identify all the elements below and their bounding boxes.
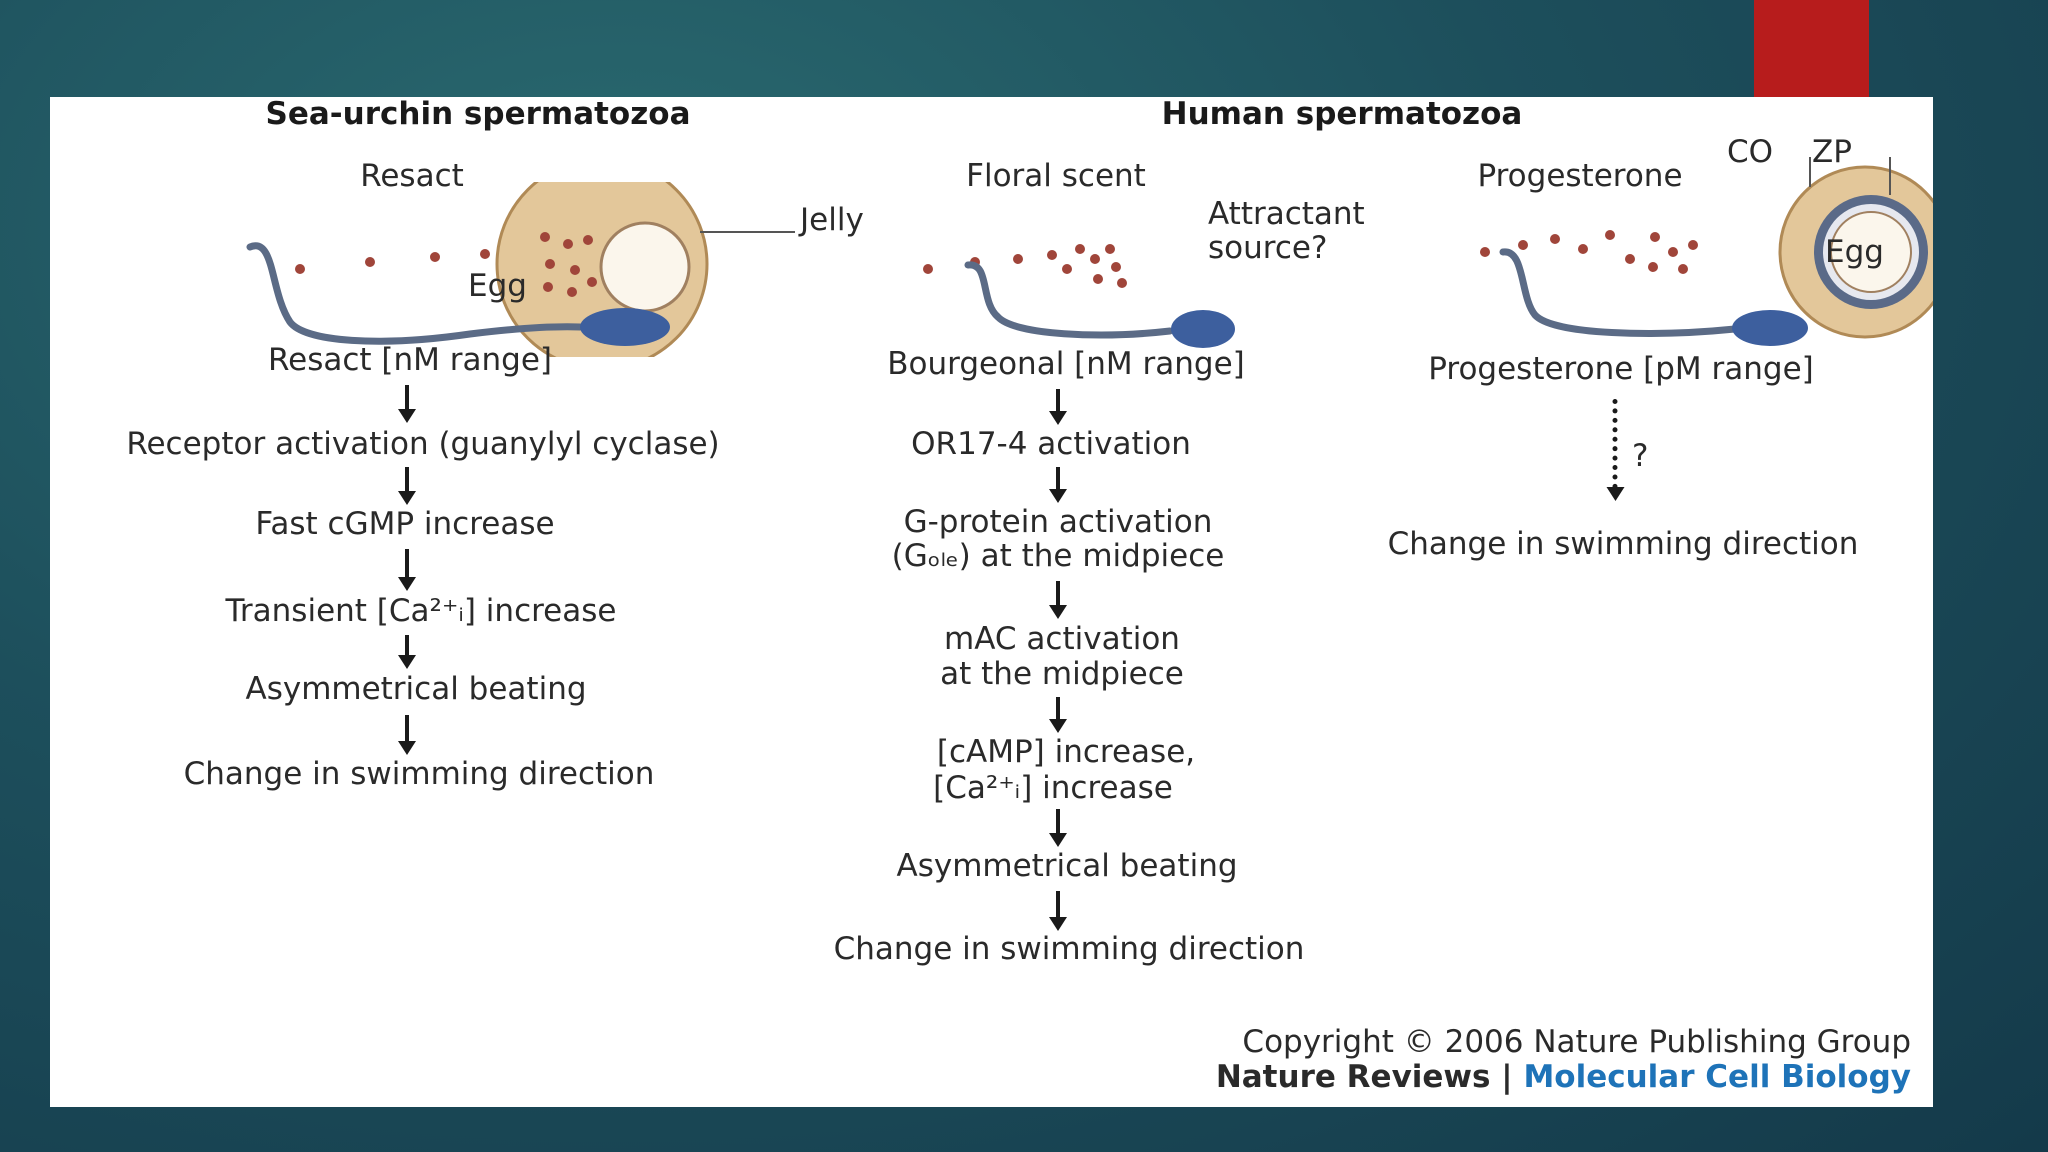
- flow-arrow: [405, 715, 409, 743]
- floral-attractant-dots: [923, 244, 1127, 288]
- floral-step: at the midpiece: [940, 656, 1184, 692]
- progesterone-dots: [1480, 230, 1698, 274]
- flow-arrow: [1056, 581, 1060, 607]
- sea-urchin-step: Fast cGMP increase: [255, 506, 555, 542]
- human-title: Human spermatozoa: [1161, 97, 1523, 132]
- egg-label: Egg: [468, 268, 527, 304]
- flow-arrow: [405, 467, 409, 493]
- sea-urchin-sperm: [246, 242, 670, 346]
- journal-text: Molecular Cell Biology: [1523, 1059, 1911, 1095]
- sea-urchin-step: Receptor activation (guanylyl cyclase): [126, 426, 720, 462]
- sea-urchin-step: Transient [Ca²⁺ᵢ] increase: [225, 593, 617, 629]
- flow-arrow: [405, 635, 409, 657]
- jelly-label: Jelly: [800, 202, 864, 238]
- floral-step: Change in swimming direction: [833, 931, 1305, 967]
- sea-urchin-step: Asymmetrical beating: [245, 671, 587, 707]
- floral-step: Asymmetrical beating: [896, 848, 1238, 884]
- floral-step: [Ca²⁺ᵢ] increase: [933, 770, 1173, 806]
- resact-concentration: Resact [nM range]: [268, 342, 552, 378]
- progesterone-result: Change in swimming direction: [1387, 526, 1859, 562]
- floral-step: mAC activation: [944, 621, 1180, 657]
- red-accent-block: [1754, 0, 1869, 98]
- floral-sperm: [964, 261, 1235, 348]
- resact-label: Resact: [360, 158, 464, 194]
- floral-step: G-protein activation: [903, 504, 1213, 540]
- flow-arrow: [1056, 891, 1060, 919]
- unknown-mark: ?: [1632, 438, 1649, 474]
- flow-arrow: [1056, 467, 1060, 491]
- bourgeonal-concentration: Bourgeonal [nM range]: [887, 346, 1245, 382]
- progesterone-label: Progesterone: [1477, 158, 1683, 194]
- sea-urchin-step: Change in swimming direction: [183, 756, 655, 792]
- publisher-text: Nature Reviews |: [1215, 1059, 1513, 1095]
- flow-arrow: [405, 549, 409, 579]
- flow-arrow: [1056, 809, 1060, 835]
- copyright-text: Copyright © 2006 Nature Publishing Group: [1242, 1024, 1911, 1060]
- sea-urchin-illustration: [246, 182, 795, 357]
- floral-sperm-illustration: [923, 244, 1235, 348]
- diagram-panel: Sea-urchin spermatozoa Human spermatozoa…: [50, 97, 1933, 1107]
- progesterone-illustration: [1480, 157, 1933, 346]
- sea-urchin-title: Sea-urchin spermatozoa: [265, 97, 691, 132]
- progesterone-egg: [1778, 157, 1933, 339]
- credit-line: Nature Reviews | Molecular Cell Biology: [1215, 1059, 1911, 1096]
- floral-step: OR17-4 activation: [911, 426, 1191, 462]
- progesterone-concentration: Progesterone [pM range]: [1428, 351, 1814, 387]
- flow-arrow: [405, 385, 409, 411]
- attractant-source-line2: source?: [1208, 230, 1328, 266]
- zp-label: ZP: [1812, 134, 1852, 170]
- floral-step: [cAMP] increase,: [936, 734, 1196, 770]
- co-label: CO: [1727, 134, 1774, 170]
- flow-arrow: [1056, 389, 1060, 413]
- flow-arrow: [1056, 697, 1060, 721]
- floral-scent-label: Floral scent: [966, 158, 1146, 194]
- floral-step: (Gₒₗₑ) at the midpiece: [891, 538, 1225, 574]
- attractant-source-line1: Attractant: [1208, 196, 1365, 232]
- progesterone-egg-label: Egg: [1825, 234, 1884, 270]
- progesterone-sperm: [1499, 248, 1808, 346]
- dashed-arrow: [1606, 399, 1625, 501]
